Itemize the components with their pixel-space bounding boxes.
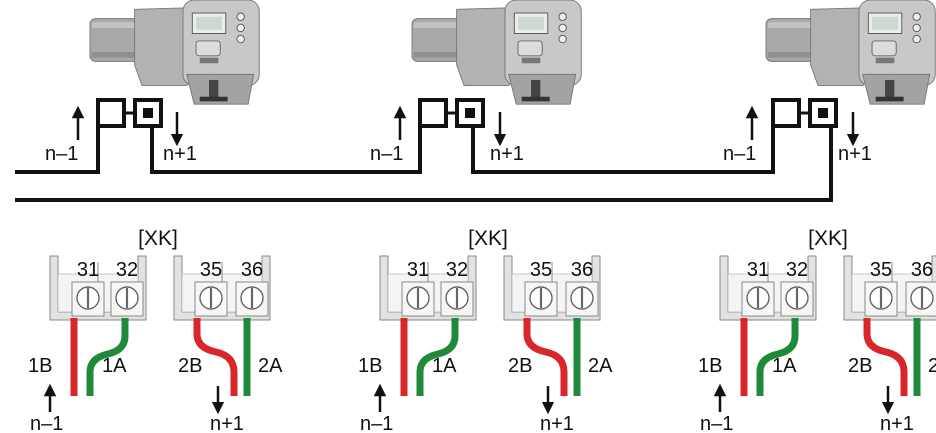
connector-out-dot [818,108,828,118]
wire-2B-red [193,318,238,396]
terminal-number-31: 31 [747,259,769,281]
wire-label-1A: 1A [772,355,797,377]
actuator-2-icon [411,0,582,105]
terminal-number-32: 32 [446,259,468,281]
terminal-block-1: [XK] 31 32 35 36 1B 1A 2B 2A n–1 n+1 [28,227,283,433]
terminal-number-36: 36 [571,259,593,281]
terminal-number-32: 32 [786,259,808,281]
terminal-number-36: 36 [241,259,263,281]
label-n-plus-1: n+1 [163,143,197,165]
wire-label-1A: 1A [102,355,127,377]
bus-line-1-2 [150,126,422,174]
terminal-block-3: [XK] 31 32 35 36 1B 1A 2B 2A n–1 n+1 [698,227,936,433]
wire-label-1A: 1A [432,355,457,377]
terminal-number-35: 35 [870,259,892,281]
bus-line-return [15,126,833,202]
wire-label-2A: 2A [588,355,613,377]
wire-1A-green [416,318,459,396]
terminal-number-35: 35 [530,259,552,281]
wire-label-2A: 2A [928,355,936,377]
wire-label-2B: 2B [848,355,872,377]
label-n-plus-1: n+1 [210,413,244,433]
connector-out-dot [465,108,475,118]
terminal-block-2: [XK] 31 32 35 36 1B 1A 2B 2A n–1 n+1 [358,227,613,433]
connector-in-square [418,98,448,128]
connector-out-dot [143,108,153,118]
wire-1A-green [86,318,129,396]
terminal-number-36: 36 [911,259,933,281]
label-n-minus-1: n–1 [360,413,393,433]
bus-line-2-3 [471,126,775,174]
label-n-minus-1: n–1 [700,413,733,433]
connector-in-square [96,98,126,128]
wire-label-1B: 1B [698,355,722,377]
label-n-plus-1: n+1 [880,413,914,433]
terminal-block-title: [XK] [138,227,178,250]
wire-1A-green [756,318,799,396]
wire-label-2B: 2B [178,355,202,377]
wire-label-2B: 2B [508,355,532,377]
wire-label-1B: 1B [28,355,52,377]
wire-label-2A: 2A [258,355,283,377]
bus-line-in-1 [15,126,100,174]
wire-2B-red [863,318,908,396]
connector-in-square [771,98,801,128]
wire-2B-red [523,318,568,396]
label-n-minus-1: n–1 [45,143,78,165]
wire-label-1B: 1B [358,355,382,377]
actuator-3-icon [765,0,936,105]
label-n-plus-1: n+1 [490,143,524,165]
terminal-number-32: 32 [116,259,138,281]
label-n-minus-1: n–1 [30,413,63,433]
terminal-block-title: [XK] [808,227,848,250]
terminal-block-title: [XK] [468,227,508,250]
label-n-plus-1: n+1 [540,413,574,433]
terminal-number-35: 35 [200,259,222,281]
terminal-number-31: 31 [407,259,429,281]
label-n-minus-1: n–1 [370,143,403,165]
terminal-number-31: 31 [77,259,99,281]
label-n-plus-1: n+1 [838,143,872,165]
actuator-1-icon [89,0,260,105]
label-n-minus-1: n–1 [723,143,756,165]
